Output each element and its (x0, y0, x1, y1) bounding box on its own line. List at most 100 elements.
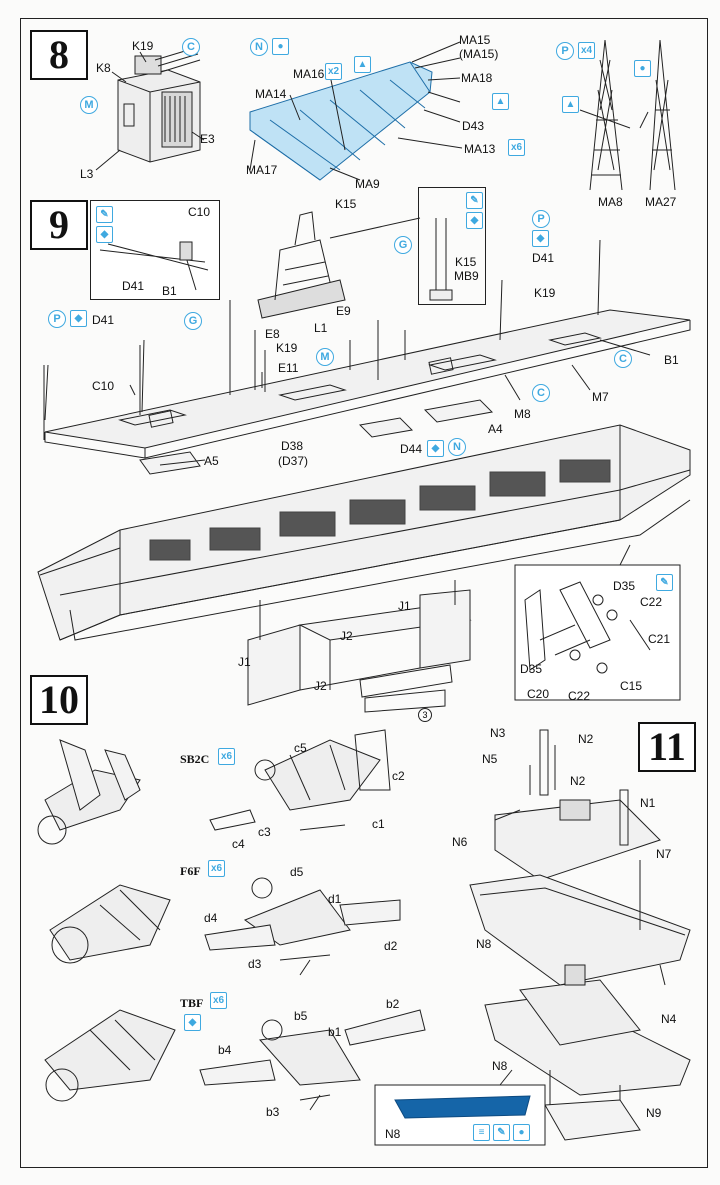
hull-drawing (37, 424, 691, 641)
lattice-mast-drawing (579, 39, 676, 191)
part-label: B1 (162, 284, 177, 298)
part-label: D44 (400, 442, 423, 456)
color-p-icon: P (48, 310, 66, 328)
color-p-square-icon: ◆ (70, 310, 87, 327)
quantity-x6-icon: x6 (208, 860, 225, 877)
part-label: c1 (372, 817, 385, 831)
part-label: N8 (492, 1059, 508, 1073)
part-label: E11 (278, 361, 299, 375)
part-label: MA14 (255, 87, 287, 101)
part-label: K19 (132, 39, 154, 53)
part-label: MA18 (461, 71, 493, 85)
color-p-square-icon: ◆ (427, 440, 444, 457)
brush-icon: ✎ (96, 206, 113, 223)
part-label: C15 (620, 679, 643, 693)
stand-drawing (247, 580, 472, 713)
color-c-icon: C (182, 38, 200, 56)
step-number-11: 11 (638, 722, 696, 772)
part-label: D35 (613, 579, 636, 593)
color-p-square-icon: ◆ (96, 226, 113, 243)
part-label: M8 (514, 407, 531, 421)
step-number-8: 8 (30, 30, 88, 80)
part-label: b4 (218, 1043, 232, 1057)
part-label: D43 (462, 119, 485, 133)
tug-exploded-drawing (469, 729, 691, 986)
brush-icon: ✎ (493, 1124, 510, 1141)
part-label: J2 (340, 629, 353, 643)
part-label: N4 (661, 1012, 677, 1026)
part-label: K15 (335, 197, 357, 211)
part-label: b3 (266, 1105, 280, 1119)
f6f-drawing (49, 877, 401, 976)
part-label: D41 (122, 279, 145, 293)
part-label: (MA15) (459, 47, 499, 61)
part-label: K15 (455, 255, 477, 269)
paint-drop-icon: ● (634, 60, 651, 77)
part-label: D35 (520, 662, 543, 676)
glue-icon: ▲ (562, 96, 579, 113)
part-label: d4 (204, 911, 218, 925)
part-label: K8 (96, 61, 111, 75)
part-label: MA13 (464, 142, 496, 156)
part-label: c4 (232, 837, 245, 851)
island-drawing (257, 211, 346, 319)
part-label: D41 (92, 313, 115, 327)
page-frame (20, 18, 708, 1168)
part-label: C10 (188, 205, 211, 219)
part-label: K19 (276, 341, 298, 355)
decal-number-3: 3 (418, 708, 432, 722)
part-label: C20 (527, 687, 550, 701)
color-p-square-icon: ◆ (532, 230, 549, 247)
part-label: N7 (656, 847, 672, 861)
part-label: d3 (248, 957, 262, 971)
part-label: D38 (281, 439, 304, 453)
part-label: MA16 (293, 67, 325, 81)
part-label: N3 (490, 726, 506, 740)
part-label: K19 (534, 286, 556, 300)
flight-deck-drawing (44, 309, 691, 459)
color-m-icon: M (316, 348, 334, 366)
quantity-x6-icon: x6 (218, 748, 235, 765)
part-label: N5 (482, 752, 498, 766)
propeller-inset-drawing (524, 581, 651, 674)
part-label: MA27 (645, 195, 677, 209)
part-label: MA17 (246, 163, 278, 177)
part-label: N2 (570, 774, 586, 788)
aircraft-label-sb2c: SB2C (180, 752, 210, 766)
step-number-9: 9 (30, 200, 88, 250)
aircraft-label-f6f: F6F (180, 864, 201, 878)
color-c-icon: C (532, 384, 550, 402)
part-label: c3 (258, 825, 271, 839)
part-label: E3 (200, 132, 215, 146)
quantity-x6-icon: x6 (508, 139, 525, 156)
part-label: b2 (386, 997, 400, 1011)
part-label: d1 (328, 892, 342, 906)
color-p-icon: P (556, 42, 574, 60)
sb2c-drawing (37, 729, 391, 845)
part-label: b1 (328, 1025, 342, 1039)
brush-icon: ✎ (466, 192, 483, 209)
part-label: B1 (664, 353, 679, 367)
quantity-x4-icon: x4 (578, 42, 595, 59)
gallery-ramp-drawing (249, 61, 433, 181)
part-label: d5 (290, 865, 304, 879)
color-n-icon: N (250, 38, 268, 56)
part-label: N8 (476, 937, 492, 951)
color-p-square-icon: ◆ (466, 212, 483, 229)
part-label: E9 (336, 304, 351, 318)
part-label: A5 (204, 454, 219, 468)
part-label: C22 (640, 595, 663, 609)
part-label: E8 (265, 327, 280, 341)
part-label: (D37) (278, 454, 309, 468)
part-label: N9 (646, 1106, 662, 1120)
color-c-icon: C (614, 350, 632, 368)
part-label: N1 (640, 796, 656, 810)
part-label: MA8 (598, 195, 623, 209)
part-label: MA9 (355, 177, 380, 191)
part-label: J1 (398, 599, 411, 613)
part-label: N2 (578, 732, 594, 746)
paint-drop-icon: ● (272, 38, 289, 55)
part-label: J2 (314, 679, 327, 693)
tbf-drawing (44, 1009, 426, 1111)
color-m-icon: M (80, 96, 98, 114)
